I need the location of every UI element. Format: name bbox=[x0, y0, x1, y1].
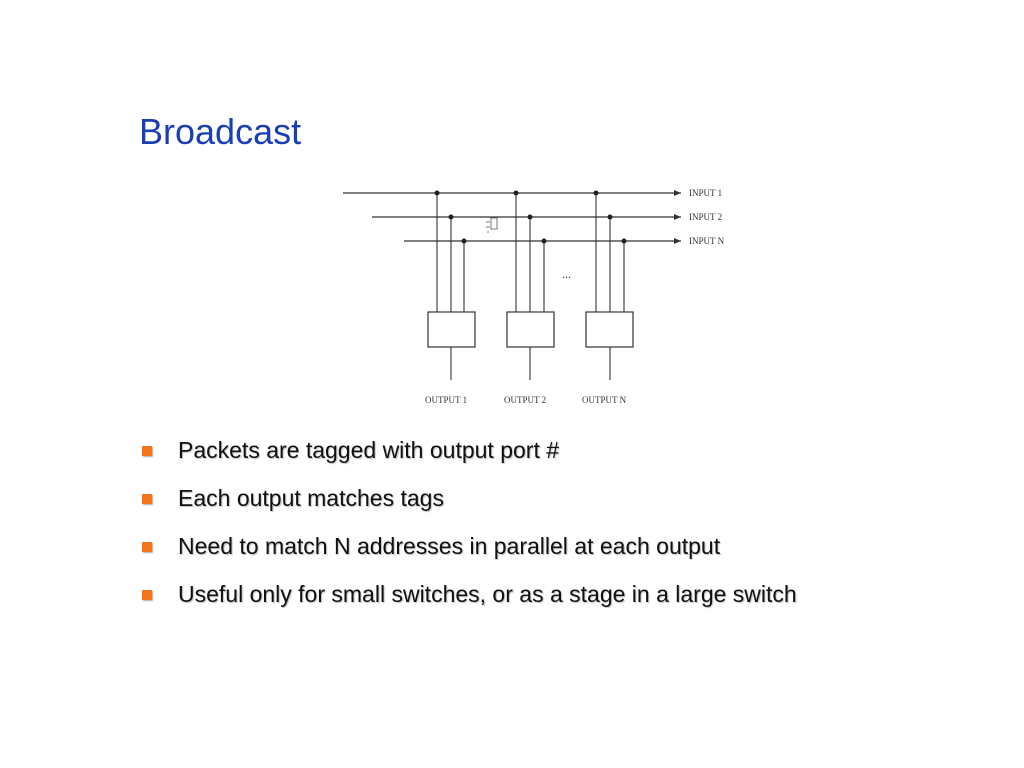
bullet-square-icon bbox=[142, 542, 152, 552]
bullet-item: Useful only for small switches, or as a … bbox=[140, 576, 797, 624]
bullet-square-icon bbox=[142, 494, 152, 504]
output-group-n bbox=[595, 193, 625, 380]
diagram-ellipsis: ... bbox=[562, 267, 571, 281]
output-box-n bbox=[585, 311, 634, 348]
bullet-text: Packets are tagged with output port # bbox=[178, 437, 560, 463]
output-group-1 bbox=[436, 193, 465, 380]
output-group-2 bbox=[515, 193, 545, 380]
slide-title: Broadcast bbox=[139, 111, 302, 152]
output-label-n: OUTPUT N bbox=[582, 395, 627, 405]
bullet-item: Each output matches tags bbox=[140, 480, 797, 528]
bullet-text: Need to match N addresses in parallel at… bbox=[178, 533, 721, 559]
output-box-2 bbox=[506, 311, 555, 348]
bullet-item: Need to match N addresses in parallel at… bbox=[140, 528, 797, 576]
output-label-1: OUTPUT 1 bbox=[425, 395, 467, 405]
junction-dots bbox=[434, 190, 627, 244]
bullet-text: Each output matches tags bbox=[178, 485, 444, 511]
input-label-n: INPUT N bbox=[689, 236, 725, 246]
output-box-1 bbox=[427, 311, 476, 348]
bullet-square-icon bbox=[142, 446, 152, 456]
bullet-text: Useful only for small switches, or as a … bbox=[178, 581, 797, 607]
bullet-square-icon bbox=[142, 590, 152, 600]
bullet-item: Packets are tagged with output port # bbox=[140, 432, 797, 480]
tag-glyph-icon bbox=[486, 217, 498, 233]
input-label-1: INPUT 1 bbox=[689, 188, 722, 198]
bullet-list: Packets are tagged with output port # Ea… bbox=[140, 432, 797, 624]
output-label-2: OUTPUT 2 bbox=[504, 395, 546, 405]
input-label-2: INPUT 2 bbox=[689, 212, 722, 222]
